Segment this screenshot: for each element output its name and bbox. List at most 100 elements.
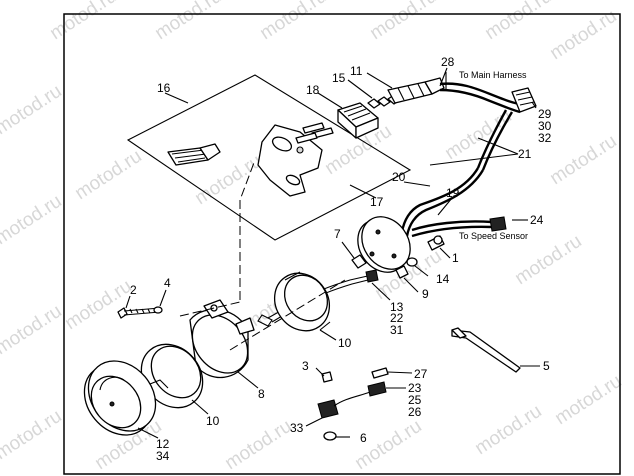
watermark: motod.ru <box>221 416 295 474</box>
callout-20: 20 <box>392 170 406 184</box>
connector-pins <box>295 122 334 144</box>
bolt-part-3 <box>321 371 333 383</box>
leader-19 <box>437 197 453 216</box>
callout-1: 1 <box>452 251 459 265</box>
watermark: motod.ru <box>481 0 555 44</box>
speed-sensor-connector-24 <box>489 216 507 232</box>
diagram-frame <box>63 13 621 475</box>
leader-33 <box>305 417 323 427</box>
sensor-body-part-33 <box>317 399 339 419</box>
ring-part-10-lower <box>140 343 209 415</box>
connector-housing-part-18 <box>337 102 379 139</box>
leader-18 <box>317 92 343 109</box>
leader-1 <box>439 247 451 259</box>
terminal-part-16 <box>167 143 221 166</box>
leader-13 <box>371 282 391 301</box>
leader-12 <box>137 427 159 439</box>
inset-outline <box>126 74 412 241</box>
washer-part-14 <box>406 257 418 267</box>
callout-30: 30 <box>538 119 552 133</box>
housing-part-8 <box>189 299 259 389</box>
leader-21b <box>477 137 519 155</box>
connector-inset <box>126 74 412 241</box>
callout-2: 2 <box>130 283 137 297</box>
callout-27: 27 <box>414 367 428 381</box>
sensor-connector-23 <box>367 381 387 397</box>
callout-22: 22 <box>390 311 404 325</box>
plug-part-11 <box>366 72 445 104</box>
leader-3 <box>315 367 325 377</box>
leader-14 <box>414 265 429 277</box>
leader-8 <box>237 371 259 389</box>
leader-16 <box>164 92 189 104</box>
watermark: motod.ru <box>471 401 545 459</box>
callout-26: 26 <box>408 405 422 419</box>
leader-4 <box>159 289 167 307</box>
watermark: motod.ru <box>0 81 66 139</box>
callout-4: 4 <box>164 276 171 290</box>
callout-3: 3 <box>302 359 309 373</box>
watermark: motod.ru <box>61 276 135 334</box>
watermark: motod.ru <box>46 0 120 44</box>
speedo-harness <box>400 137 528 238</box>
leader-10-upper <box>319 329 337 341</box>
leader-27 <box>387 371 413 374</box>
callout-7: 7 <box>334 227 341 241</box>
ring-part-10-upper <box>273 271 337 341</box>
watermark: motod.ru <box>71 146 145 204</box>
callout-24: 24 <box>530 213 544 227</box>
harness-connector-29 <box>511 87 537 113</box>
callout-32: 32 <box>538 131 552 145</box>
callout-34: 34 <box>156 449 170 463</box>
callout-9: 9 <box>422 287 429 301</box>
leader-11 <box>366 72 393 89</box>
cable-tie-part-5 <box>451 327 540 373</box>
speedometer-gauge-part-12 <box>83 360 169 439</box>
callout-33: 33 <box>290 421 304 435</box>
main-harness <box>439 67 537 171</box>
speed-sensor-assembly <box>305 367 413 441</box>
callout-25: 25 <box>408 393 422 407</box>
callout-10-upper: 10 <box>338 336 352 350</box>
callout-31: 31 <box>390 323 404 337</box>
leader-28 <box>439 67 448 87</box>
watermark: motod.ru <box>151 0 225 44</box>
leader-15 <box>347 79 373 99</box>
watermark: motod.ru <box>256 0 330 44</box>
watermark: motod.ru <box>366 0 440 44</box>
callout-28: 28 <box>441 55 455 69</box>
leader-10-lower <box>191 399 209 415</box>
callout-29: 29 <box>538 107 552 121</box>
callout-10-lower: 10 <box>206 414 220 428</box>
callout-13: 13 <box>390 300 404 314</box>
callout-8: 8 <box>258 387 265 401</box>
leader-17 <box>349 184 377 199</box>
o-ring-part-6 <box>323 431 337 441</box>
bracket-part-17 <box>257 124 323 197</box>
callout-14: 14 <box>436 272 450 286</box>
callout-15: 15 <box>332 71 346 85</box>
leader-29 <box>531 101 537 109</box>
to-main-harness-label: To Main Harness <box>459 70 527 80</box>
leader-2 <box>125 295 131 309</box>
watermark: motod.ru <box>546 131 620 189</box>
callout-11: 11 <box>350 64 363 78</box>
fastener-part-9 <box>395 265 409 279</box>
callout-6: 6 <box>360 431 367 445</box>
alignment-lines <box>179 159 346 351</box>
watermark: motod.ru <box>0 406 66 464</box>
leader-21a <box>429 153 519 166</box>
washer-part-4 <box>153 289 167 314</box>
callout-16: 16 <box>157 81 171 95</box>
leader-7 <box>341 241 355 259</box>
callout-23: 23 <box>408 381 422 395</box>
speedo-back-cover <box>357 216 451 293</box>
leader-9 <box>403 277 419 293</box>
callout-21: 21 <box>518 147 532 161</box>
leader-20 <box>403 181 431 187</box>
callout-19: 19 <box>446 186 460 200</box>
callout-18: 18 <box>306 83 320 97</box>
callout-labels: 1 2 3 4 5 6 7 8 9 10 10 11 12 13 14 15 1… <box>130 55 552 463</box>
clip-part-27 <box>371 367 389 379</box>
